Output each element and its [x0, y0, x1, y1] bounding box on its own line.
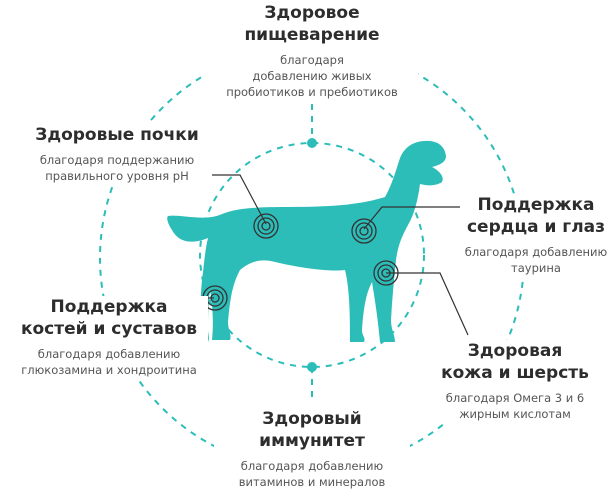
- benefit-title: костей и суставов: [20, 319, 198, 339]
- benefit-desc: благодаря: [280, 53, 344, 67]
- benefit-desc: благодаря поддержанию: [39, 153, 195, 167]
- benefit-desc: правильного уровня рН: [45, 169, 189, 183]
- benefit-desc: благодаря добавлению: [240, 459, 384, 473]
- benefit-desc: глюкозамина и хондроитина: [21, 363, 197, 377]
- benefit-immunity: Здоровый иммунитет благодаря добавлению в…: [214, 408, 410, 490]
- benefit-desc: жирным кислотам: [459, 407, 571, 421]
- benefit-title: Поддержка: [477, 195, 595, 215]
- benefit-desc: благодаря добавлению: [37, 347, 181, 361]
- benefit-kidneys: Здоровые почки благодаря поддержанию прав…: [22, 124, 212, 184]
- inner-dashed-ring: [199, 142, 425, 368]
- benefit-title: Здоровый: [262, 409, 362, 429]
- benefit-title: Поддержка: [50, 297, 168, 317]
- benefit-title: Здоровые почки: [35, 125, 199, 145]
- target-heart: [351, 218, 377, 244]
- dog-silhouette: [167, 140, 446, 342]
- benefit-desc: благодаря добавлению: [464, 245, 608, 259]
- benefit-heart-eyes: Поддержка сердца и глаз благодаря добавл…: [460, 194, 612, 276]
- benefit-joints: Поддержка костей и суставов благодаря до…: [10, 296, 208, 378]
- benefit-title: Здоровое: [264, 3, 360, 23]
- benefit-skin-coat: Здоровая кожа и шерсть благодаря Омега 3…: [430, 340, 600, 422]
- target-markers: [202, 213, 399, 311]
- benefit-desc: таурина: [511, 261, 561, 275]
- benefit-desc: добавлению живых: [252, 69, 372, 83]
- benefit-title: сердца и глаз: [466, 217, 605, 237]
- top-dot: [307, 138, 317, 148]
- benefit-title: Здоровая: [467, 341, 563, 361]
- bottom-dot: [307, 362, 317, 372]
- benefit-digestion: Здоровое пищеварение благодаря добавлению…: [206, 2, 418, 100]
- benefit-desc: пробиотиков и пребиотиков: [226, 85, 398, 99]
- benefit-desc: благодаря Омега 3 и 6: [445, 391, 585, 405]
- target-kidneys: [253, 213, 279, 239]
- benefit-title: кожа и шерсть: [441, 363, 589, 383]
- target-skin: [373, 260, 399, 286]
- benefit-title: пищеварение: [244, 25, 380, 45]
- benefit-title: иммунитет: [259, 431, 365, 451]
- benefit-desc: витаминов и минералов: [238, 475, 386, 489]
